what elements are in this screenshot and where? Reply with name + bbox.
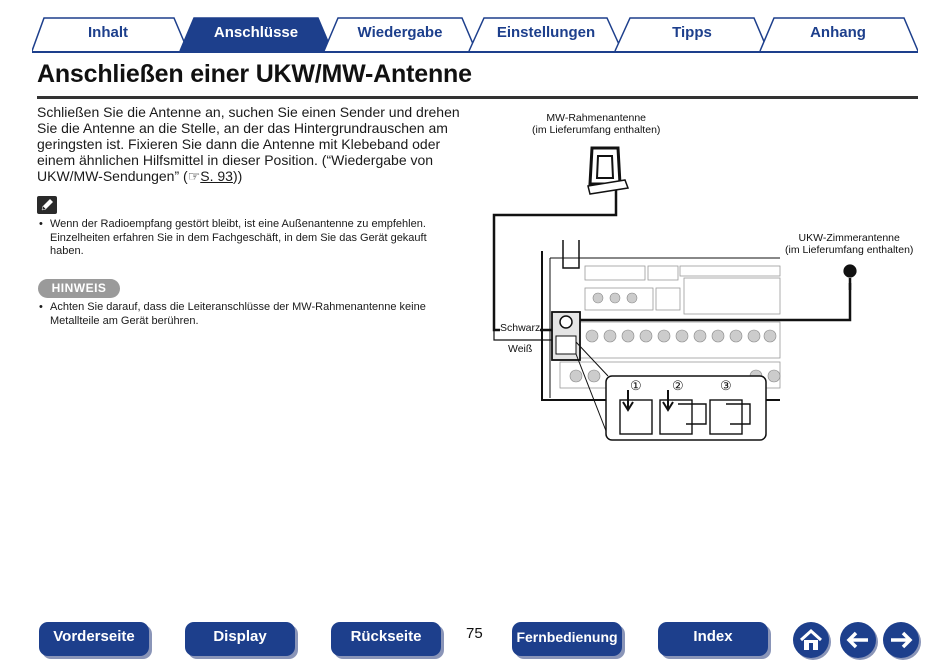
tab-tipps[interactable]: Tipps <box>672 24 712 41</box>
page-reference-link[interactable]: S. 93 <box>200 168 233 184</box>
fm-antenna-label-line2: (im Lieferumfang enthalten) <box>785 244 914 256</box>
intro-text: Schließen Sie die Antenne an, suchen Sie… <box>37 104 460 184</box>
step-1-label: ① <box>630 378 642 393</box>
terminal-step-1 <box>619 390 653 435</box>
nav-rear-panel-button[interactable]: Rückseite <box>331 622 441 656</box>
wire-black-label: Schwarz <box>500 322 541 334</box>
title-divider <box>37 96 918 99</box>
tab-einstellungen[interactable]: Einstellungen <box>496 24 596 41</box>
terminal-step-3 <box>709 399 751 435</box>
arrow-right-icon <box>891 631 913 649</box>
mw-antenna-label: MW-Rahmenantenne (im Lieferumfang enthal… <box>532 112 660 136</box>
home-icon <box>799 628 823 650</box>
fm-indoor-antenna <box>843 264 857 290</box>
page-title: Anschließen einer UKW/MW-Antenne <box>37 60 472 88</box>
page-number: 75 <box>466 625 483 642</box>
pencil-note-icon <box>37 196 57 214</box>
tab-anhang[interactable]: Anhang <box>810 24 866 41</box>
step-2-label: ② <box>672 378 684 393</box>
chapter-tabs: Inhalt Anschlüsse Wiedergabe Einstellung… <box>32 16 918 52</box>
nav-remote-button[interactable]: Fernbedienung <box>512 622 622 656</box>
mw-antenna-label-line1: MW-Rahmenantenne <box>546 112 646 124</box>
nav-display-button[interactable]: Display <box>185 622 295 656</box>
fm-antenna-label-line1: UKW-Zimmerantenne <box>798 232 900 244</box>
arrow-left-icon <box>846 631 868 649</box>
intro-paragraph: Schließen Sie die Antenne an, suchen Sie… <box>37 104 467 184</box>
mw-loop-antenna <box>587 146 630 195</box>
antenna-connection-diagram: MW-Rahmenantenne (im Lieferumfang enthal… <box>480 108 920 448</box>
nav-index-button[interactable]: Index <box>658 622 768 656</box>
diagram-drawing <box>492 146 857 441</box>
tabs-shapes <box>32 17 918 52</box>
step-3-label: ③ <box>720 378 732 393</box>
fm-antenna-label: UKW-Zimmerantenne (im Lieferumfang entha… <box>785 232 913 256</box>
back-button[interactable] <box>840 622 876 658</box>
wire-white-label: Weiß <box>508 343 533 355</box>
hinweis-badge: HINWEIS <box>38 279 120 298</box>
intro-end: )) <box>232 168 243 184</box>
hinweis-list: Achten Sie darauf, dass die Leiteranschl… <box>39 301 459 328</box>
nav-front-panel-button[interactable]: Vorderseite <box>39 622 149 656</box>
tab-anschluesse[interactable]: Anschlüsse <box>213 24 299 41</box>
note-list: Wenn der Radioempfang gestört bleibt, is… <box>39 218 459 259</box>
mw-antenna-label-line2: (im Lieferumfang enthalten) <box>532 124 661 136</box>
tab-wiedergabe[interactable]: Wiedergabe <box>357 24 443 41</box>
tabs-divider <box>32 51 918 53</box>
note-item: Wenn der Radioempfang gestört bleibt, is… <box>39 218 459 259</box>
tab-inhalt[interactable]: Inhalt <box>88 24 128 41</box>
home-button[interactable] <box>793 622 829 658</box>
hand-pointer-icon: ☞ <box>187 168 201 184</box>
terminal-step-2 <box>659 390 707 435</box>
forward-button[interactable] <box>883 622 919 658</box>
hinweis-item: Achten Sie darauf, dass die Leiteranschl… <box>39 301 459 328</box>
